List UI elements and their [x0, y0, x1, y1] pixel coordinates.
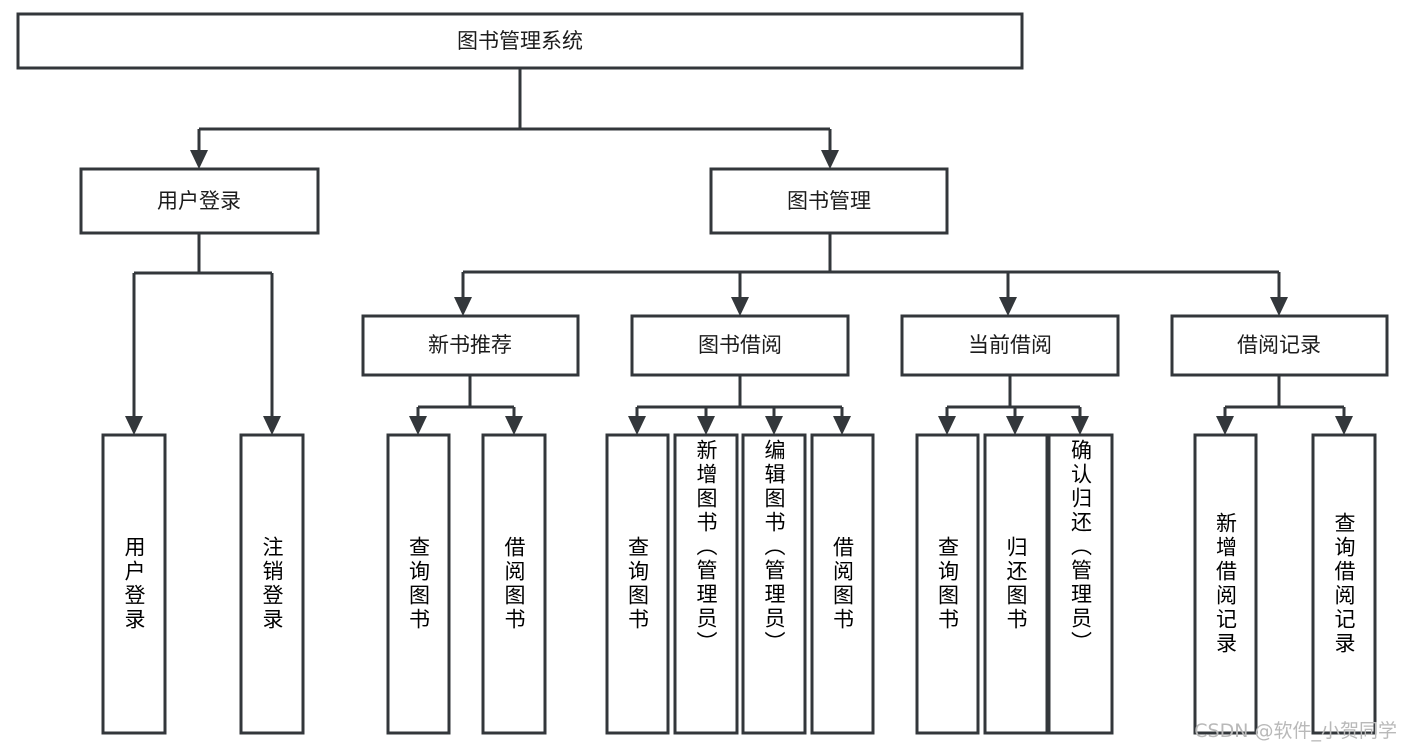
arrow-head-leaf-return-book	[1006, 416, 1024, 435]
arrow-head-leaf-query-book-3	[938, 416, 956, 435]
node-user-login[interactable]: 用户登录	[79, 167, 320, 235]
arrow-head-leaf-user-login	[125, 416, 143, 435]
node-new-book-rec-label: 新书推荐	[428, 333, 512, 357]
arrow-head-current-borrow	[999, 297, 1017, 316]
node-leaf-user-login-label: 用户登录	[122, 536, 146, 632]
arrow-head-leaf-add-record	[1216, 416, 1234, 435]
node-root[interactable]: 图书管理系统	[16, 12, 1024, 70]
node-leaf-confirm-return-box[interactable]	[1047, 433, 1114, 735]
arrow-head-borrow-record	[1270, 297, 1288, 316]
node-leaf-query-book-3-label: 查询图书	[935, 536, 960, 632]
node-book-borrow[interactable]: 图书借阅	[630, 314, 850, 377]
node-new-book-rec-box[interactable]	[361, 314, 580, 377]
arrow-head-book-borrow	[731, 297, 749, 316]
node-leaf-query-record-label: 查询借阅记录	[1332, 512, 1356, 656]
node-leaf-user-login[interactable]: 用户登录	[101, 433, 167, 735]
node-leaf-query-book-2-box[interactable]	[605, 433, 670, 735]
node-leaf-confirm-return[interactable]: 确认归还（管理员）	[1047, 433, 1114, 735]
node-book-manage-label: 图书管理	[787, 189, 871, 213]
arrow-head-leaf-edit-book	[765, 416, 783, 435]
node-leaf-logout-label: 注销登录	[260, 536, 284, 632]
node-book-manage-box[interactable]	[709, 167, 949, 235]
node-leaf-logout[interactable]: 注销登录	[239, 433, 305, 735]
node-leaf-query-book-2[interactable]: 查询图书	[605, 433, 670, 735]
connector-group	[125, 68, 1353, 435]
node-borrow-record[interactable]: 借阅记录	[1170, 314, 1389, 377]
node-leaf-add-record-box[interactable]	[1193, 433, 1258, 735]
arrow-head-leaf-query-record	[1335, 416, 1353, 435]
node-leaf-return-book-box[interactable]	[983, 433, 1049, 735]
node-leaf-borrow-book-1-label: 借阅图书	[502, 536, 526, 632]
node-leaf-query-record[interactable]: 查询借阅记录	[1311, 433, 1377, 735]
arrow-head-leaf-confirm-return	[1071, 416, 1089, 435]
node-leaf-borrow-book-1[interactable]: 借阅图书	[481, 433, 547, 735]
node-leaf-edit-book-box[interactable]	[741, 433, 807, 735]
node-leaf-borrow-book-2-label: 借阅图书	[830, 536, 855, 632]
node-book-manage[interactable]: 图书管理	[709, 167, 949, 235]
node-leaf-add-book[interactable]: 新增图书（管理员）	[673, 433, 739, 735]
arrow-head-user-login	[190, 150, 208, 169]
node-leaf-borrow-book-1-box[interactable]	[481, 433, 547, 735]
arrow-head-leaf-query-book-2	[628, 416, 646, 435]
node-root-box[interactable]	[16, 12, 1024, 70]
node-leaf-query-book-1-box[interactable]	[386, 433, 451, 735]
node-book-borrow-box[interactable]	[630, 314, 850, 377]
node-current-borrow-label: 当前借阅	[968, 333, 1052, 357]
arrow-head-new-book-rec	[454, 297, 472, 316]
node-leaf-add-record[interactable]: 新增借阅记录	[1193, 433, 1258, 735]
node-leaf-add-record-label: 新增借阅记录	[1213, 512, 1238, 656]
node-leaf-edit-book[interactable]: 编辑图书（管理员）	[741, 433, 807, 735]
node-leaf-confirm-return-label: 确认归还（管理员）	[1068, 439, 1093, 655]
node-leaf-borrow-book-2[interactable]: 借阅图书	[810, 433, 875, 735]
arrow-head-leaf-add-book	[697, 416, 715, 435]
node-leaf-logout-box[interactable]	[239, 433, 305, 735]
node-leaf-user-login-box[interactable]	[101, 433, 167, 735]
node-current-borrow-box[interactable]	[900, 314, 1120, 377]
arrow-head-leaf-borrow-book-2	[833, 416, 851, 435]
node-user-login-label: 用户登录	[157, 189, 241, 213]
node-leaf-add-book-label: 新增图书（管理员）	[694, 439, 718, 655]
node-leaf-query-book-3[interactable]: 查询图书	[915, 433, 980, 735]
arrow-head-book-manage	[821, 150, 839, 169]
node-leaf-return-book-label: 归还图书	[1004, 536, 1028, 632]
arrow-head-leaf-borrow-book-1	[505, 416, 523, 435]
node-leaf-query-record-box[interactable]	[1311, 433, 1377, 735]
node-new-book-rec[interactable]: 新书推荐	[361, 314, 580, 377]
node-user-login-box[interactable]	[79, 167, 320, 235]
node-borrow-record-box[interactable]	[1170, 314, 1389, 377]
arrow-head-leaf-query-book-1	[409, 416, 427, 435]
node-leaf-query-book-3-box[interactable]	[915, 433, 980, 735]
node-leaf-query-book-1-label: 查询图书	[406, 536, 431, 632]
node-leaf-query-book-1[interactable]: 查询图书	[386, 433, 451, 735]
node-leaf-edit-book-label: 编辑图书（管理员）	[762, 439, 786, 655]
node-leaf-query-book-2-label: 查询图书	[625, 536, 650, 632]
arrow-head-leaf-logout	[263, 416, 281, 435]
node-borrow-record-label: 借阅记录	[1237, 333, 1321, 357]
node-leaf-borrow-book-2-box[interactable]	[810, 433, 875, 735]
node-current-borrow[interactable]: 当前借阅	[900, 314, 1120, 377]
node-leaf-return-book[interactable]: 归还图书	[983, 433, 1049, 735]
node-root-label: 图书管理系统	[457, 29, 583, 53]
node-leaf-add-book-box[interactable]	[673, 433, 739, 735]
node-book-borrow-label: 图书借阅	[698, 333, 782, 357]
